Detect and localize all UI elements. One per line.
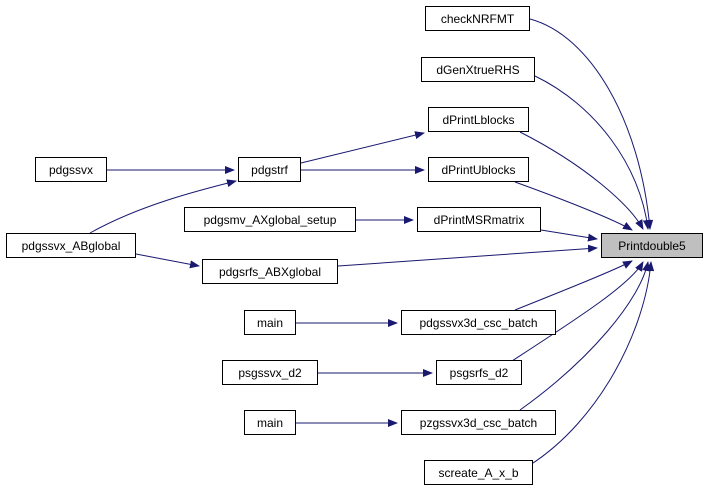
node-main-1[interactable]: main: [244, 310, 296, 335]
node-main-2[interactable]: main: [244, 410, 296, 435]
edge-dprintlblocks-to-printdouble5: [519, 131, 644, 230]
node-pdgssvx[interactable]: pdgssvx: [35, 157, 107, 182]
edge-dgenxtruerhs-to-printdouble5: [534, 75, 651, 230]
node-pdgsrfs-abxglobal[interactable]: pdgsrfs_ABXglobal: [202, 259, 338, 284]
node-dprintublocks[interactable]: dPrintUblocks: [428, 157, 529, 182]
edge-psgsrfs-d2-to-printdouble5: [511, 261, 644, 362]
node-pdgssvx-abglobal[interactable]: pdgssvx_ABglobal: [6, 233, 136, 258]
node-pdgssvx3d-csc-batch[interactable]: pdgssvx3d_csc_batch: [401, 310, 556, 335]
node-psgssvx-d2[interactable]: psgssvx_d2: [222, 360, 318, 385]
edge-pzgssvx3d-csc-batch-to-printdouble5: [519, 261, 651, 411]
edge-dprintmsrmatrix-to-printdouble5: [540, 229, 598, 242]
edge-checknrfmt-to-printdouble5: [529, 18, 654, 230]
edge-pdgsrfs-abxglobal-to-printdouble5: [337, 244, 598, 267]
node-dprintlblocks[interactable]: dPrintLblocks: [428, 107, 529, 132]
node-pdgsmv-axglobal-setup[interactable]: pdgsmv_AXglobal_setup: [184, 207, 356, 232]
edge-pdgstrf-to-dprintlblocks: [300, 131, 425, 164]
edge-pdgssvx-abglobal-to-pdgstrf: [89, 179, 237, 234]
edge-screate-a-x-b-to-printdouble5: [529, 261, 655, 466]
node-dgenxtruerhs[interactable]: dGenXtrueRHS: [421, 57, 535, 82]
node-checknrfmt[interactable]: checkNRFMT: [425, 6, 530, 31]
node-pdgstrf[interactable]: pdgstrf: [238, 157, 301, 182]
node-printdouble5: Printdouble5: [601, 233, 703, 258]
edge-pdgssvx-abglobal-to-pdgsrfs-abxglobal: [135, 253, 200, 269]
edge-pdgssvx3d-csc-batch-to-printdouble5: [514, 260, 633, 311]
node-psgsrfs-d2[interactable]: psgsrfs_d2: [436, 360, 522, 385]
node-screate-a-x-b[interactable]: screate_A_x_b: [424, 460, 533, 485]
node-pzgssvx3d-csc-batch[interactable]: pzgssvx3d_csc_batch: [401, 410, 556, 435]
edge-dprintublocks-to-printdouble5: [514, 181, 633, 231]
node-dprintmsrmatrix[interactable]: dPrintMSRmatrix: [417, 207, 541, 232]
